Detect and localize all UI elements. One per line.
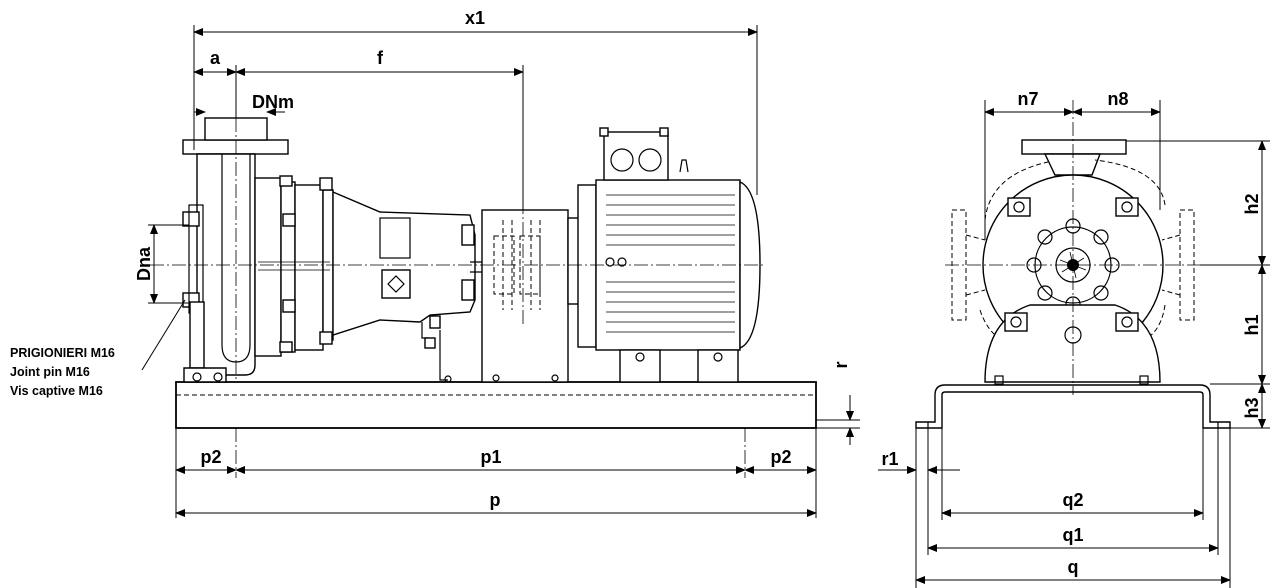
dim-r1-label: r1 bbox=[881, 449, 898, 469]
dim-r-label: r bbox=[831, 361, 851, 368]
dim-dna-label: Dna bbox=[134, 246, 154, 281]
note-line-2: Joint pin M16 bbox=[10, 365, 90, 379]
side-view: x1 a f DNm Dna p2 p1 p2 p r PRIGIONIERI … bbox=[10, 8, 860, 518]
baseplate bbox=[175, 381, 817, 429]
dim-n8-label: n8 bbox=[1107, 89, 1128, 109]
pump-casing bbox=[182, 117, 289, 383]
note-line-1: PRIGIONIERI M16 bbox=[10, 346, 115, 360]
dim-q1-label: q1 bbox=[1062, 525, 1083, 545]
dim-h3-label: h3 bbox=[1242, 397, 1262, 418]
dim-h1-label: h1 bbox=[1242, 314, 1262, 335]
dim-p-label: p bbox=[490, 490, 501, 510]
dim-n7-label: n7 bbox=[1017, 89, 1038, 109]
dim-q-label: q bbox=[1068, 557, 1079, 577]
casing-cover bbox=[254, 175, 334, 357]
dim-p1-label: p1 bbox=[480, 447, 501, 467]
dim-p2-right-label: p2 bbox=[770, 447, 791, 467]
dim-x1-label: x1 bbox=[465, 8, 485, 28]
motor bbox=[567, 127, 761, 383]
side-dimensions bbox=[141, 25, 860, 518]
front-view: n7 n8 h2 h1 h3 r1 q2 q1 q bbox=[878, 89, 1270, 588]
dim-h2-label: h2 bbox=[1242, 193, 1262, 214]
coupling-guard bbox=[481, 209, 569, 383]
bearing-bracket bbox=[332, 190, 476, 383]
dim-a-label: a bbox=[210, 48, 221, 68]
dim-dnm-label: DNm bbox=[252, 92, 294, 112]
note-line-3: Vis captive M16 bbox=[10, 384, 103, 398]
dim-q2-label: q2 bbox=[1062, 490, 1083, 510]
dim-p2-left-label: p2 bbox=[200, 447, 221, 467]
dim-f-label: f bbox=[377, 48, 384, 68]
front-dimensions bbox=[878, 100, 1270, 588]
